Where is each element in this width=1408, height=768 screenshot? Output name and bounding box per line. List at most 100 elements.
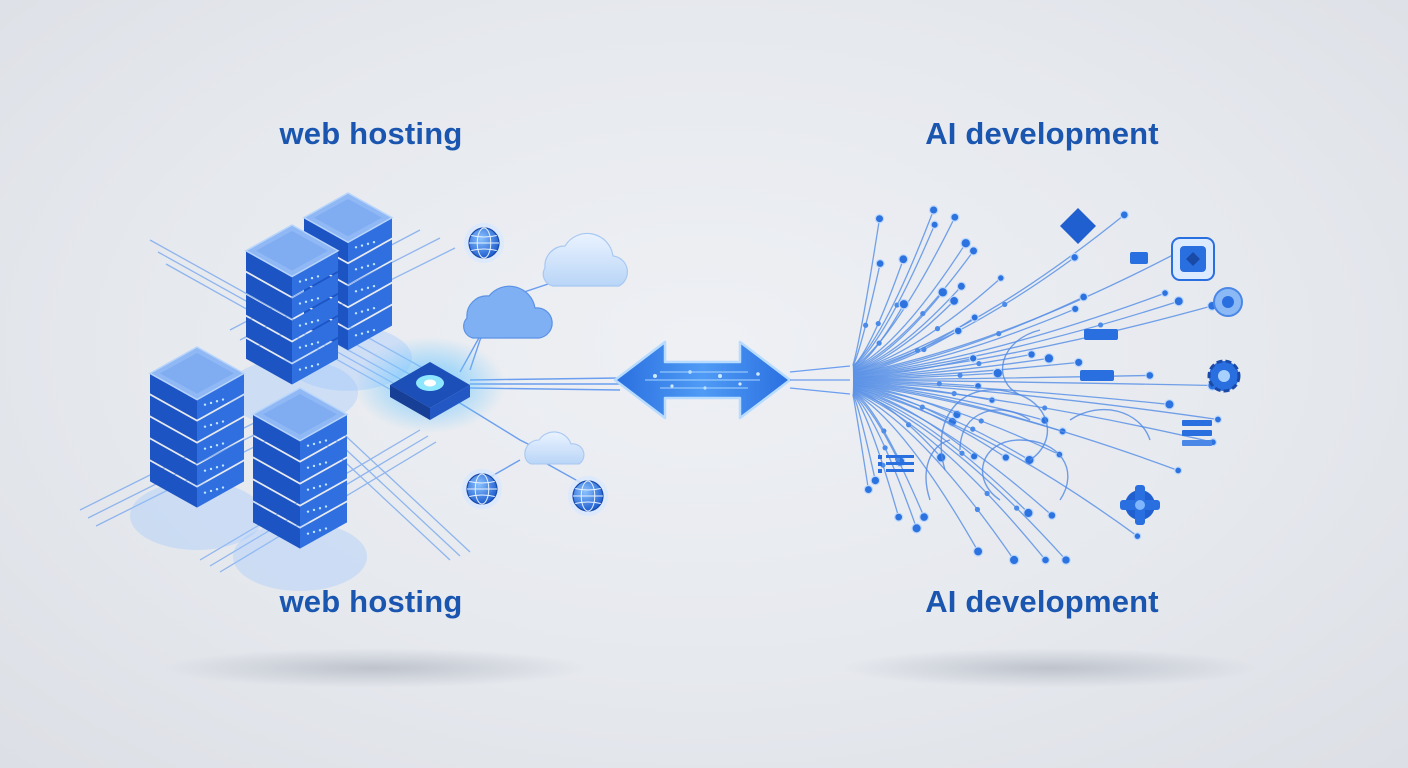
circuit-node (928, 205, 939, 215)
circuit-node (959, 450, 965, 456)
circuit-node (972, 546, 984, 557)
list-lines-icon (878, 455, 914, 473)
circuit-trace (852, 388, 1029, 514)
circuit-trace (852, 393, 900, 518)
circuit-node (1042, 405, 1048, 411)
circuit-node (992, 367, 1004, 379)
ground-shadow-right (840, 648, 1260, 688)
globe-icons (462, 223, 608, 516)
circuit-trace (852, 380, 979, 387)
circuit-trace (852, 394, 876, 481)
ground-shadow-left (160, 648, 590, 688)
circuit-node (898, 254, 909, 265)
circuit-trace (852, 305, 1213, 378)
circuit-node (956, 281, 967, 291)
circuit-trace (852, 387, 1138, 537)
circuit-node (1161, 289, 1170, 298)
circuit-node (1079, 292, 1089, 302)
brain-fold-trace (1001, 329, 1041, 396)
cloud-icon (463, 285, 553, 339)
ai-development-label-top: AI development (925, 116, 1159, 151)
circuit-node (968, 246, 979, 256)
circuit-node (1070, 304, 1080, 314)
circuit-node (874, 214, 885, 224)
circuit-trace (852, 394, 870, 490)
circuit-node (870, 475, 881, 486)
circuit-node (875, 320, 881, 327)
chip-icon (1171, 237, 1215, 281)
circuit-trace (852, 292, 1166, 377)
circuit-trace (852, 259, 904, 368)
circuit-trace (852, 379, 1213, 387)
circuit-node (1097, 322, 1104, 328)
circuit-node (1023, 507, 1034, 519)
circuit-node (1014, 505, 1020, 511)
circuit-node (1073, 357, 1084, 368)
circuit-node (970, 426, 976, 432)
circuit-node (937, 286, 949, 298)
circuit-node (996, 331, 1002, 337)
circuit-node (919, 512, 930, 523)
circuit-node (978, 418, 984, 424)
circuit-node (921, 346, 927, 353)
circuit-node (1119, 210, 1129, 220)
circuit-node (949, 295, 960, 306)
network-hub-icon (355, 337, 505, 433)
circuit-node (1061, 555, 1071, 565)
circuit-trace (852, 216, 956, 369)
circuit-node (882, 445, 888, 451)
circuit-trace (852, 277, 1002, 372)
gear-icon (1213, 287, 1243, 317)
circuit-node (863, 484, 874, 495)
brain-fold-trace (1069, 408, 1151, 441)
circuit-node (1041, 555, 1050, 565)
circuit-node (984, 490, 990, 497)
circuit-trace (852, 389, 1067, 561)
circuit-trace (852, 387, 975, 457)
gear-icon (1207, 359, 1241, 393)
circuit-trace (852, 285, 962, 371)
circuit-trace (852, 382, 1214, 443)
circuit-trace (852, 308, 1076, 376)
circuit-trace (852, 384, 958, 416)
circuit-trace (852, 372, 998, 380)
circuit-trace (852, 390, 1015, 561)
circuit-trace (852, 291, 944, 371)
circuit-node (894, 512, 904, 522)
circuit-trace (852, 383, 1179, 472)
circuit-trace (852, 300, 1179, 377)
circuit-trace (852, 224, 936, 368)
circuit-node (894, 302, 900, 308)
cloud-icon (542, 232, 628, 287)
circuit-trace (852, 380, 1170, 406)
circuit-node (898, 298, 910, 310)
circuit-brain-icon (852, 205, 1223, 566)
arrow-brain-connection (789, 365, 851, 395)
circuit-trace (852, 357, 1050, 379)
circuit-node (1002, 301, 1008, 308)
cloud-icon (524, 431, 585, 465)
circuit-node (950, 212, 960, 222)
circuit-trace (852, 381, 1219, 421)
circuit-node (970, 313, 979, 322)
bar-chip-icon (1080, 252, 1212, 446)
server-rack-icon (233, 387, 367, 591)
circuit-node (934, 326, 941, 332)
circuit-node (863, 322, 869, 328)
circuit-node (953, 326, 963, 336)
circuit-node (1001, 453, 1011, 462)
circuit-node (1173, 296, 1184, 307)
web-hosting-label-bottom: web hosting (279, 584, 463, 619)
brain-fold-trace (981, 439, 1069, 501)
circuit-trace (852, 390, 1047, 561)
circuit-trace (852, 218, 881, 366)
circuit-node (1070, 252, 1080, 262)
circuit-trace (852, 214, 1125, 373)
circuit-trace (852, 250, 975, 370)
globe-icon (462, 469, 502, 509)
double-arrow-icon (613, 340, 792, 420)
circuit-trace (852, 385, 1030, 461)
circuit-node (957, 372, 963, 378)
circuit-trace (852, 242, 967, 370)
